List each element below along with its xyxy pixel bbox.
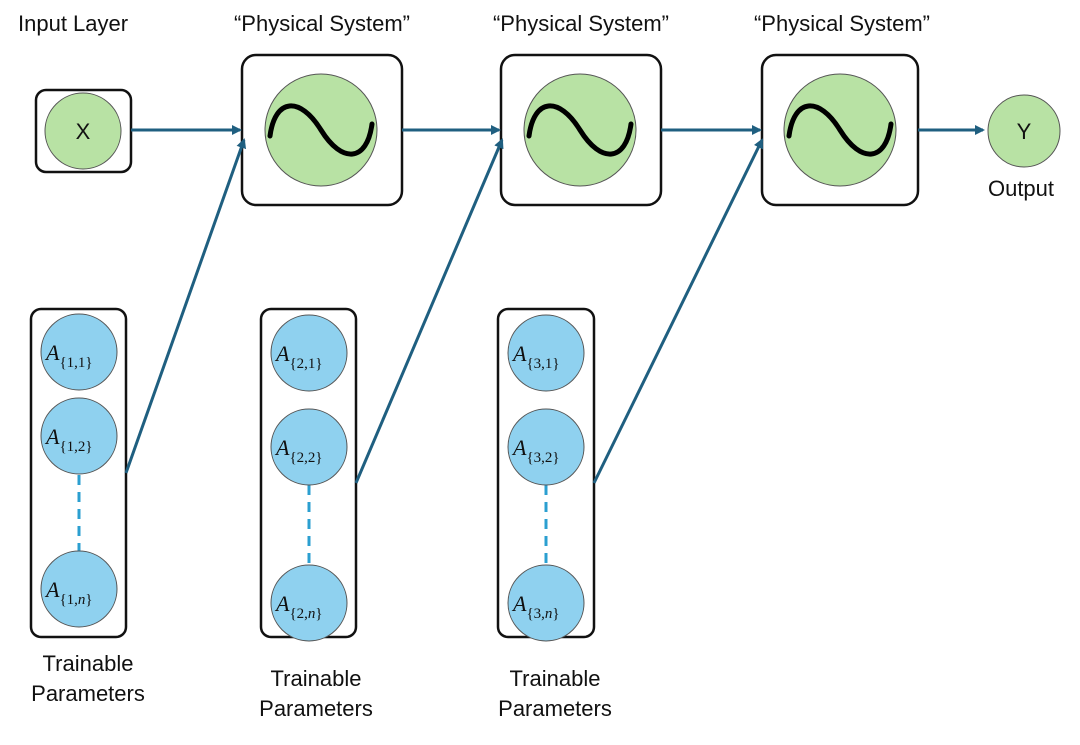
arrow-params-2-to-system-2 xyxy=(354,138,504,484)
trainable-parameters-1-label: Trainable Parameters xyxy=(31,649,145,709)
param-3-2: A{3,2} xyxy=(511,435,560,466)
sine-wave-icon xyxy=(786,103,894,157)
param-1-n: A{1,n} xyxy=(44,577,93,608)
trainable-parameters-1-line2: Parameters xyxy=(31,681,145,706)
param-2-n: A{2,n} xyxy=(274,591,323,622)
physical-system-1-label: “Physical System” xyxy=(233,11,411,36)
sine-wave-icon xyxy=(526,103,634,157)
param-2-1: A{2,1} xyxy=(274,341,323,372)
arrow-params-1-to-system-1 xyxy=(124,138,247,474)
param-3-n: A{3,n} xyxy=(511,591,560,622)
trainable-parameters-3-label: Trainable Parameters xyxy=(498,664,612,724)
parameter-column-3: A{3,1} A{3,2} A{3,n} xyxy=(496,307,596,642)
physical-system-box-1 xyxy=(240,53,404,207)
input-node: X xyxy=(34,88,133,174)
trainable-parameters-3-line1: Trainable xyxy=(509,666,601,691)
param-1-1: A{1,1} xyxy=(44,340,93,371)
physical-system-3-label: “Physical System” xyxy=(753,11,931,36)
trainable-parameters-3-line2: Parameters xyxy=(498,696,612,721)
parameter-column-1: A{1,1} A{1,2} A{1,n} xyxy=(29,307,128,639)
param-1-2: A{1,2} xyxy=(44,424,93,455)
physical-system-box-2 xyxy=(499,53,663,207)
arrow-params-3-to-system-3 xyxy=(592,138,764,484)
physical-system-2-label: “Physical System” xyxy=(492,11,670,36)
output-node-label: Y xyxy=(1017,119,1032,144)
parameter-column-2: A{2,1} A{2,2} A{2,n} xyxy=(259,307,358,642)
trainable-parameters-2-line2: Parameters xyxy=(259,696,373,721)
param-2-2: A{2,2} xyxy=(274,435,323,466)
trainable-parameters-1-line1: Trainable xyxy=(42,651,134,676)
trainable-parameters-2-line1: Trainable xyxy=(270,666,362,691)
param-3-1: A{3,1} xyxy=(511,341,560,372)
input-node-label: X xyxy=(76,119,91,144)
output-node: Y xyxy=(987,94,1061,168)
physical-system-box-3 xyxy=(760,53,920,207)
sine-wave-icon xyxy=(267,103,375,157)
trainable-parameters-2-label: Trainable Parameters xyxy=(259,664,373,724)
output-label: Output xyxy=(987,176,1055,201)
input-layer-label: Input Layer xyxy=(18,11,129,36)
